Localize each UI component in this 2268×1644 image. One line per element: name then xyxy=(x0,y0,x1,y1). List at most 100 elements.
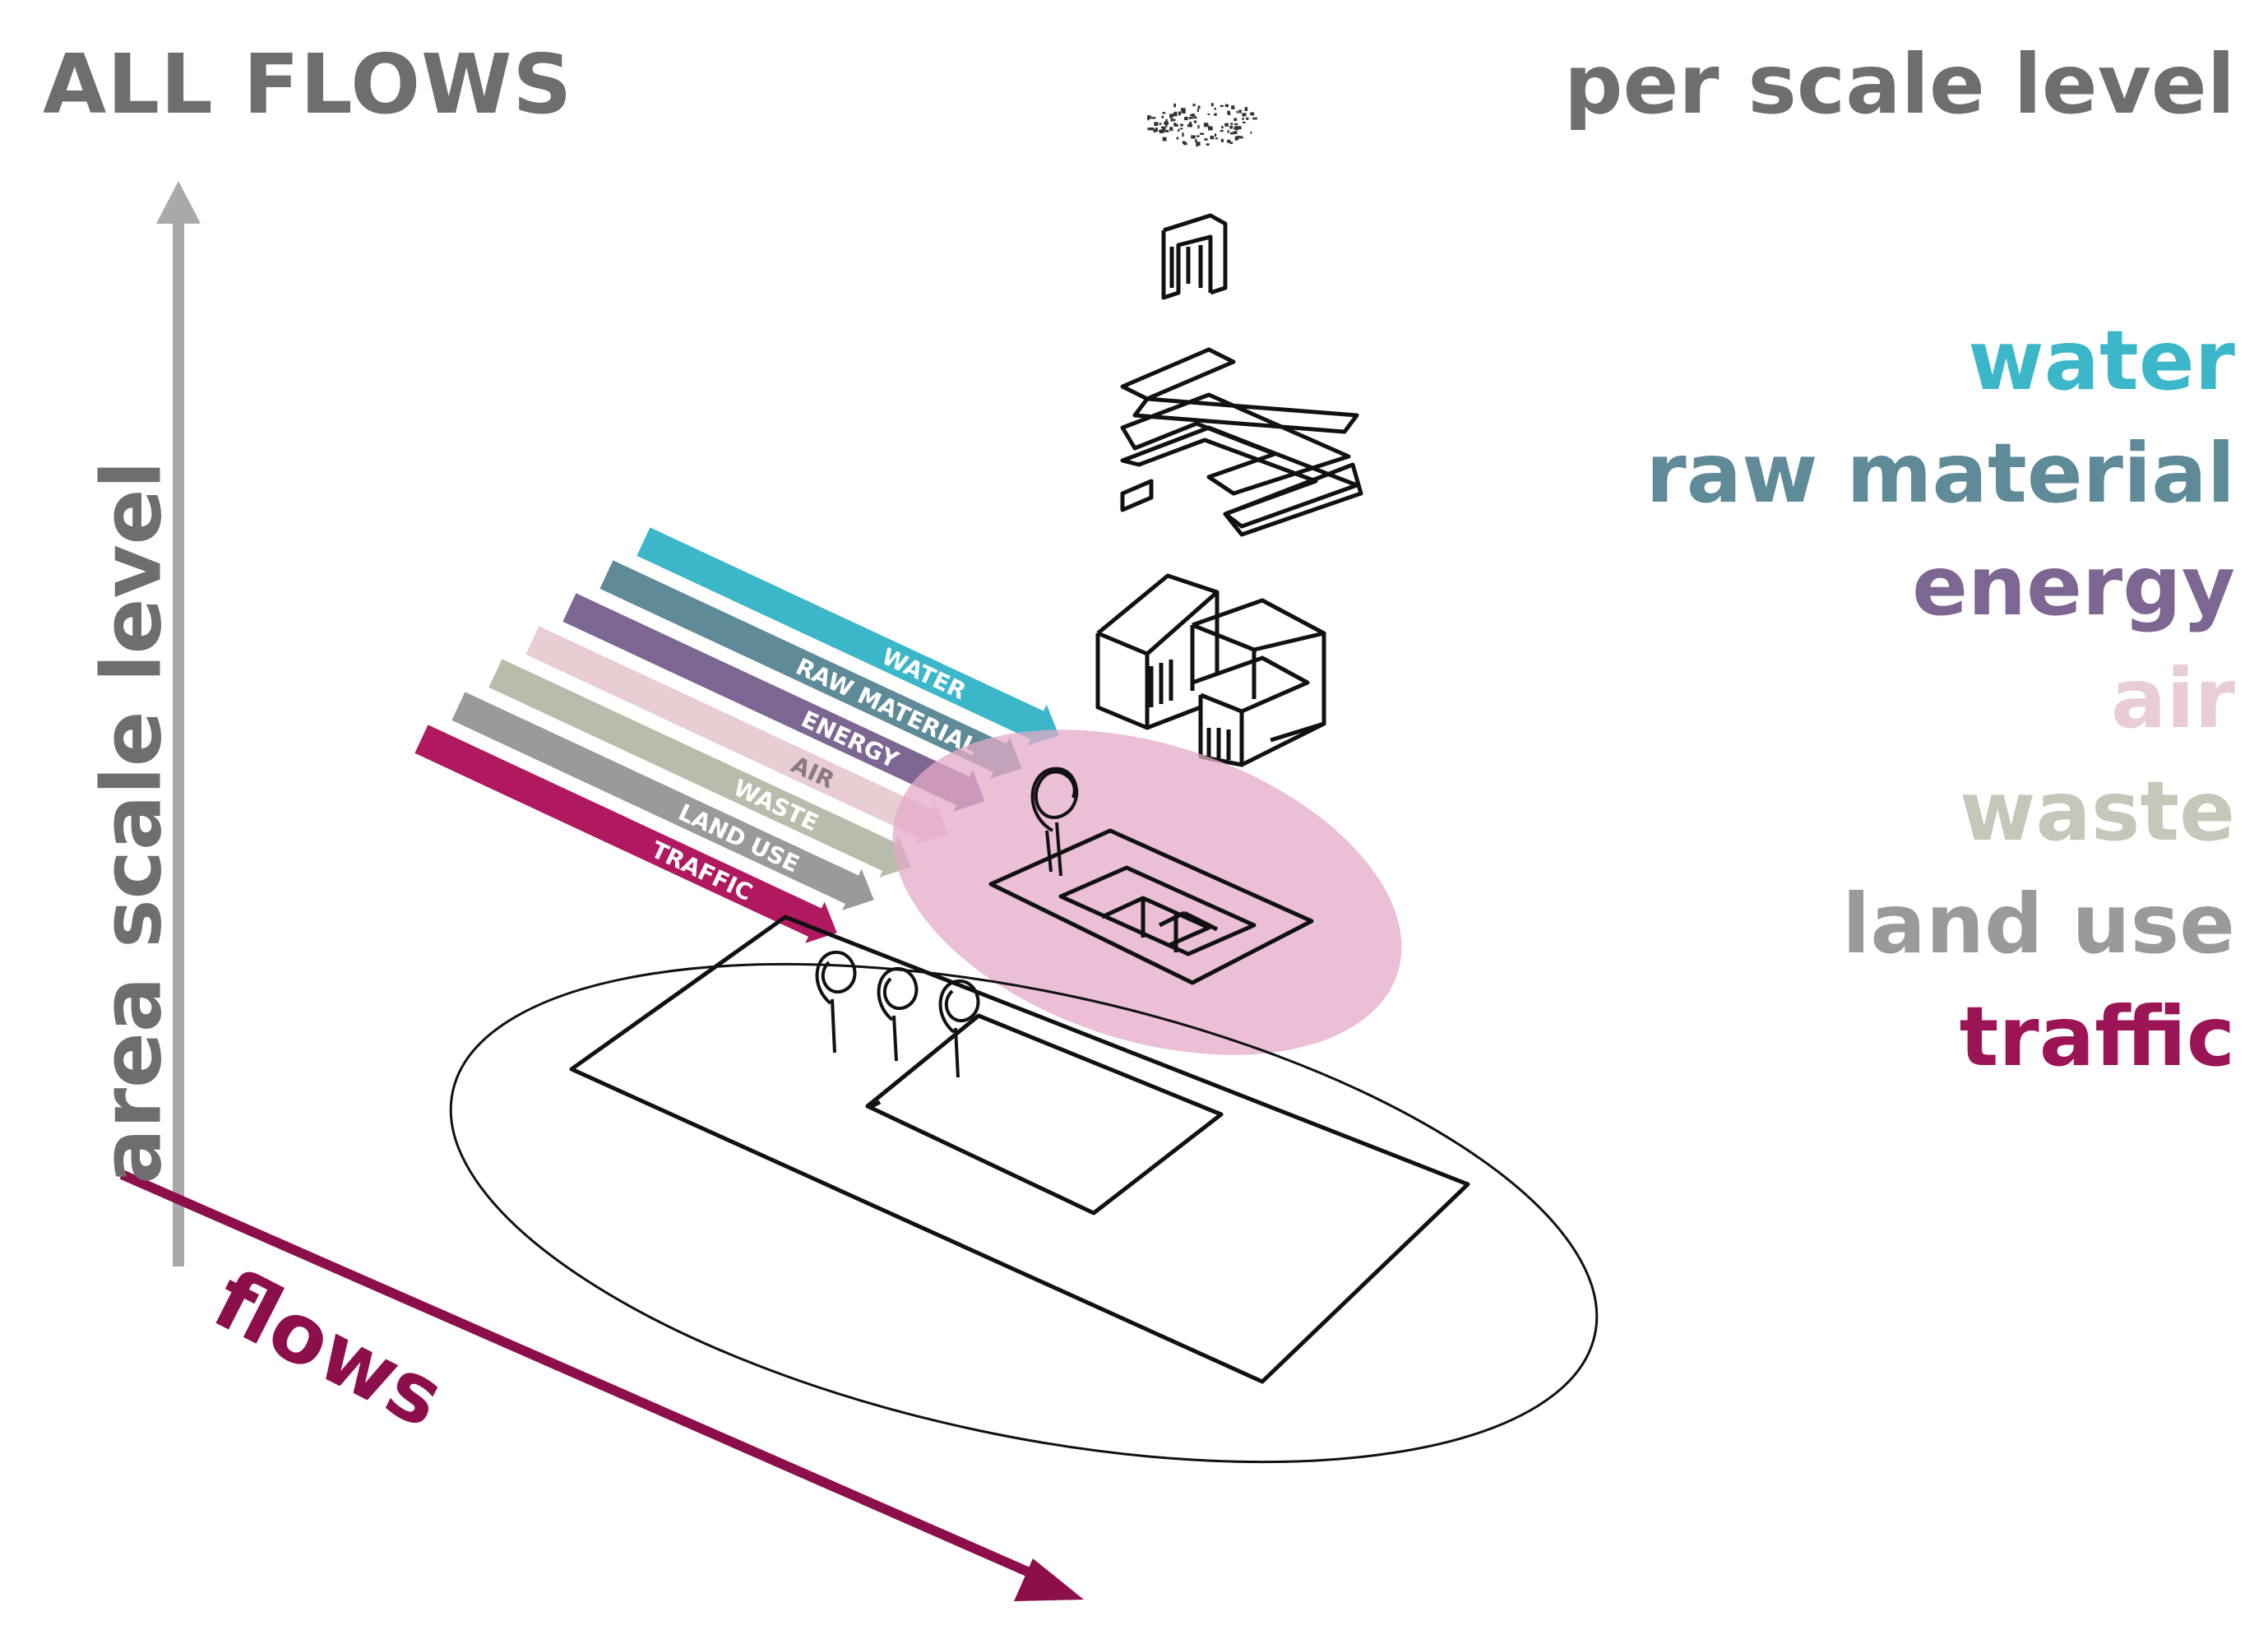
legend-item-energy: energy xyxy=(1912,538,2235,634)
sketch-dot xyxy=(1237,126,1242,130)
legend-item-land-use: land use xyxy=(1842,876,2235,972)
scale-block-plan-sketch xyxy=(988,828,1314,985)
sketch-dot xyxy=(1206,143,1210,146)
sketch-dot xyxy=(1242,122,1246,123)
sketch-dot xyxy=(1173,123,1177,126)
scale-person-dots xyxy=(1147,103,1257,147)
sketch-dot xyxy=(1250,112,1255,116)
legend-item-air: air xyxy=(2110,651,2235,747)
sketch-dot xyxy=(1234,118,1238,122)
diagram-title: ALL FLOWS xyxy=(43,36,573,132)
sketch-dot xyxy=(1252,117,1257,120)
sketch-dot xyxy=(1164,127,1166,132)
sketch-dot xyxy=(1150,117,1156,119)
sketch-dot xyxy=(1214,108,1216,110)
sketch-dot xyxy=(1165,123,1168,127)
sketch-dot xyxy=(1159,130,1164,132)
sketch-dot xyxy=(1165,118,1168,123)
sketch-dot xyxy=(1196,109,1199,112)
sketch-dot xyxy=(1238,109,1242,113)
sketch-dot xyxy=(1210,103,1214,107)
sketch-dot xyxy=(1169,113,1172,118)
sketch-dot xyxy=(1207,113,1210,115)
sketch-dot xyxy=(1193,120,1197,123)
sketch-dot xyxy=(1179,127,1183,130)
diagram-subtitle: per scale level xyxy=(1563,36,2235,132)
sketch-dot xyxy=(1171,113,1174,118)
sketch-dot xyxy=(1204,138,1208,141)
y-axis-label: area scale level xyxy=(83,461,180,1184)
sketch-dot xyxy=(1187,123,1192,127)
sketch-dot xyxy=(1155,127,1158,132)
flow-legend: water raw material energy air waste land… xyxy=(1645,304,2235,1093)
y-axis-arrowhead xyxy=(156,181,201,224)
scale-building-sketch xyxy=(1095,573,1326,767)
sketch-dot xyxy=(1176,137,1179,140)
legend-item-raw-material: raw material xyxy=(1645,425,2235,521)
sketch-dot xyxy=(1227,139,1231,143)
sketch-dot xyxy=(1227,130,1229,133)
sketch-dot xyxy=(1244,107,1248,111)
sketch-dot xyxy=(1214,113,1217,116)
sketch-dot xyxy=(1192,104,1196,107)
sketch-dot xyxy=(1147,115,1151,119)
highlighted-scale-level xyxy=(892,729,1402,1055)
sketch-dot xyxy=(1203,123,1209,127)
sketch-dot xyxy=(1164,121,1169,125)
scale-district-sketch xyxy=(449,915,1599,1464)
sketch-dot xyxy=(1154,122,1159,126)
sketch-dot xyxy=(1197,125,1200,129)
sketch-dot xyxy=(1147,127,1152,131)
sketch-dot xyxy=(1173,118,1176,122)
sketch-dot xyxy=(1234,123,1238,126)
sketch-dot xyxy=(1231,105,1235,109)
sketch-dot xyxy=(1178,128,1180,132)
sketch-dot xyxy=(1242,113,1247,117)
sketch-dot xyxy=(1162,112,1166,114)
sketch-dot xyxy=(1169,127,1173,132)
sketch-dot xyxy=(1196,141,1201,146)
sketch-dot xyxy=(1147,118,1150,121)
scale-floor-plates-sketch xyxy=(1120,347,1363,537)
sketch-dot xyxy=(1159,123,1162,125)
sketch-dot xyxy=(1220,138,1224,142)
sketch-dot xyxy=(1184,117,1188,121)
sketch-dot xyxy=(1182,132,1184,137)
sketch-dot xyxy=(1208,126,1213,131)
flow-arrow-body xyxy=(449,689,877,914)
x-axis-arrowhead xyxy=(1014,1558,1084,1601)
sketch-dot xyxy=(1224,123,1229,127)
sketch-dot xyxy=(1190,113,1194,117)
scale-block-tree-sketch xyxy=(1030,766,1079,877)
scale-room-sketch xyxy=(1161,213,1228,300)
sketch-dot xyxy=(1173,103,1176,108)
sketch-dot xyxy=(1220,104,1224,107)
sketch-dot xyxy=(1193,116,1197,119)
sketch-dot xyxy=(1227,110,1230,115)
sketch-dot xyxy=(1229,141,1234,145)
sketch-dot xyxy=(1221,126,1224,129)
sketch-dot xyxy=(1196,144,1198,147)
sketch-dot xyxy=(1215,133,1217,137)
sketch-dot xyxy=(1230,123,1233,126)
sketch-dot xyxy=(1162,137,1167,141)
sketch-dot xyxy=(1161,115,1164,118)
legend-item-water: water xyxy=(1968,313,2235,409)
sketch-dot xyxy=(1196,135,1200,137)
sketch-dot xyxy=(1215,137,1218,140)
sketch-dot xyxy=(1178,111,1182,116)
sketch-dot xyxy=(1160,126,1166,128)
sketch-dot xyxy=(1162,127,1164,132)
sketch-dot xyxy=(1246,117,1249,120)
sketch-dot xyxy=(1224,104,1229,108)
sketch-dot xyxy=(1200,132,1204,135)
sketch-dot xyxy=(1153,129,1157,132)
sketch-dot xyxy=(1234,126,1238,131)
sketch-dot xyxy=(1236,136,1241,138)
sketch-dot xyxy=(1195,139,1197,143)
sketch-dot xyxy=(1197,105,1201,109)
sketch-dot xyxy=(1173,111,1178,116)
sketch-dot xyxy=(1242,117,1244,121)
sketch-dot xyxy=(1236,111,1238,113)
